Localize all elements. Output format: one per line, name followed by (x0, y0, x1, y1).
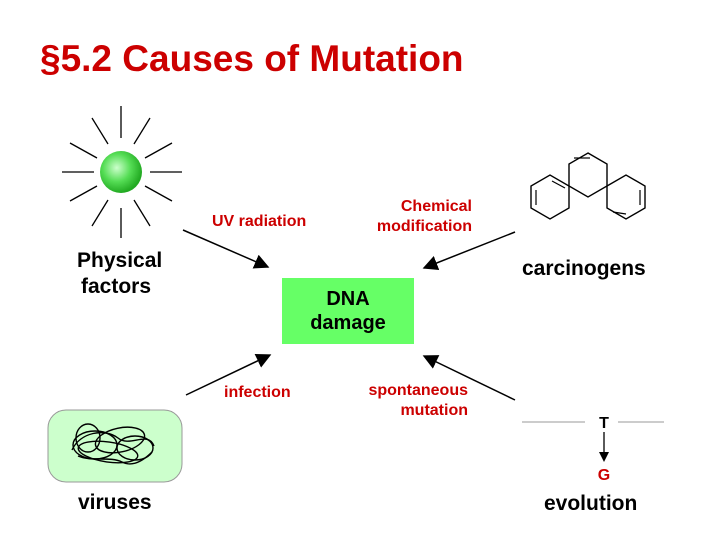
carcinogens-label: carcinogens (522, 257, 646, 280)
dna-damage-line2: damage (310, 312, 386, 334)
page-title: §5.2 Causes of Mutation (40, 38, 464, 79)
dna-damage-box: DNA damage (282, 278, 414, 344)
spontaneous-label-line1: spontaneous (368, 382, 468, 399)
sun-icon (62, 106, 182, 238)
virus-cell-icon (47, 409, 183, 483)
chemical-label-line2: modification (376, 218, 472, 235)
uv-arrow (182, 229, 270, 269)
chemical-arrow (422, 231, 516, 271)
evolution-label: evolution (544, 492, 638, 515)
dna-damage-line1: DNA (326, 288, 370, 310)
physical-factors-line1: Physical (77, 249, 163, 272)
base-t: T (599, 415, 609, 432)
uv-radiation-label: UV radiation (212, 213, 307, 230)
base-g: G (598, 467, 610, 484)
infection-arrow (185, 354, 272, 396)
spontaneous-arrow (422, 355, 516, 401)
physical-factors-line2: factors (81, 275, 152, 298)
chemical-label-line1: Chemical (400, 198, 472, 215)
viruses-label: viruses (78, 491, 152, 514)
infection-label: infection (224, 384, 291, 401)
molecule-icon (530, 152, 646, 220)
base-substitution: T G (522, 415, 664, 484)
spontaneous-label-line2: mutation (400, 402, 468, 419)
